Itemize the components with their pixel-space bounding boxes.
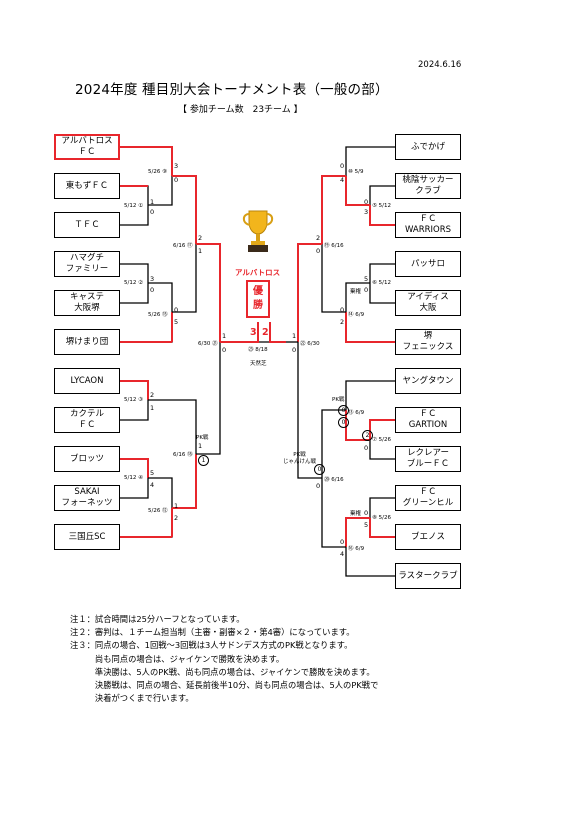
match-label-m2: 5/12 ① — [124, 203, 144, 209]
fusen-tag-r4: 棄権 — [350, 289, 362, 295]
match-label-r4: ⑥ 5/12 — [372, 280, 392, 286]
match-label-r6: ㉒ 6/30 — [300, 341, 320, 347]
team-right-7: ヤングタウン — [395, 368, 461, 394]
team-left-3: ＴＦＣ — [54, 212, 120, 238]
team-left-5: キャステ 大阪堺 — [54, 290, 120, 316]
team-left-9: ブロッツ — [54, 446, 120, 472]
team-right-9: レクレアー ブルーＦＣ — [395, 446, 461, 472]
team-left-10: SAKAI フォーネッツ — [54, 485, 120, 511]
participant-count: 【 参加チーム数 23チーム 】 — [178, 105, 303, 115]
match-label-r8: ⑦ 5/26 — [372, 437, 392, 443]
note-line: 決着がつくまで行います。 — [70, 693, 194, 704]
note-line: 注２：審判は、１チーム担当制（主審・副審×２・第4審）になっています。 — [70, 627, 355, 638]
champion-box: 優 勝 — [246, 280, 270, 318]
team-right-12: ラスタークラブ — [395, 563, 461, 589]
team-left-8: カクテル ＦＣ — [54, 407, 120, 433]
team-right-2: 桃陰サッカー クラブ — [395, 173, 461, 199]
final-score-left: 3 — [250, 327, 257, 338]
page-title: 2024年度 種目別大会トーナメント表（一般の部） — [75, 82, 389, 98]
match-label-m9: 5/12 ④ — [124, 475, 144, 481]
team-right-10: ＦＣ グリーンヒル — [395, 485, 461, 511]
team-right-3: ＦＣ WARRIORS — [395, 212, 461, 238]
match-label-m3: 6/16 ⑰ — [173, 243, 193, 249]
notes: 注１：試合時間は25分ハーフとなっています。 注２：審判は、１チーム担当制（主審… — [70, 613, 378, 705]
match-label-r10: ⑧ 5/26 — [372, 515, 392, 521]
match-label-m8: 6/16 ⑱ — [173, 452, 193, 458]
team-left-7: LYCAON — [54, 368, 120, 394]
team-right-1: ふでかげ — [395, 134, 461, 160]
note-line: 準決勝は、5人のPK戦、尚も同点の場合は、ジャイケンで勝敗を決めます。 — [70, 666, 375, 677]
match-label-m5: 5/26 ⑮ — [148, 312, 168, 318]
venue: 天然芝 — [250, 361, 267, 367]
team-right-4: パッサロ — [395, 251, 461, 277]
match-label-r9: ⑳ 6/16 — [324, 477, 344, 483]
team-right-8: ＦＣ GARTION — [395, 407, 461, 433]
trophy-icon — [242, 210, 274, 252]
match-label-m10: 5/26 ⑫ — [148, 508, 168, 514]
match-label-m6: 6/30 ㉑ — [198, 341, 218, 347]
match-label-r11: ⑯ 6/9 — [348, 546, 365, 552]
note-line: 注１：試合時間は25分ハーフとなっています。 — [70, 614, 245, 624]
note-line: 決勝戦は、同点の場合、延長前後半10分、尚も同点の場合は、5人のPK戦で — [70, 680, 379, 691]
team-left-2: 東もずＦＣ — [54, 173, 120, 199]
pk-tag-m8: PK戦 — [196, 435, 209, 441]
champion-name: アルバトロス — [235, 268, 281, 277]
match-label-m7: 5/12 ③ — [124, 397, 144, 403]
fusen-tag-r10: 棄権 — [350, 511, 362, 517]
team-right-5: アイディス 大阪 — [395, 290, 461, 316]
match-label-final: ㉓ 8/18 — [248, 347, 268, 353]
match-label-r2: ⑤ 5/12 — [372, 203, 392, 209]
match-label-r7: ⑬ 6/9 — [348, 410, 365, 416]
date: 2024.6.16 — [418, 60, 462, 70]
team-right-11: ブエノス — [395, 524, 461, 550]
team-left-6: 堺けまり団 — [54, 329, 120, 355]
note-line: 尚も同点の場合は、ジャイケンで勝敗を決めます。 — [70, 653, 285, 664]
note-line: 注３：同点の場合、1回戦～3回戦は3人サドンデス方式のPK戦となります。 — [70, 640, 353, 651]
match-label-m1: 5/26 ⑨ — [148, 169, 168, 175]
pk-tag-r7: PK戦 — [332, 397, 345, 403]
final-score-right: 2 — [262, 327, 269, 338]
team-left-1: アルバトロス ＦＣ — [54, 134, 120, 160]
team-left-4: ハマグチ ファミリー — [54, 251, 120, 277]
match-label-r1: ⑩ 5/9 — [348, 169, 364, 175]
match-label-r3: ⑲ 6/16 — [324, 243, 344, 249]
team-right-6: 堺 フェニックス — [395, 329, 461, 355]
team-left-11: 三国丘SC — [54, 524, 120, 550]
match-label-r5: ⑭ 6/9 — [348, 312, 365, 318]
match-label-m4: 5/12 ② — [124, 280, 144, 286]
janken-tag: PK戦 じゃんけん戦 — [283, 452, 317, 465]
